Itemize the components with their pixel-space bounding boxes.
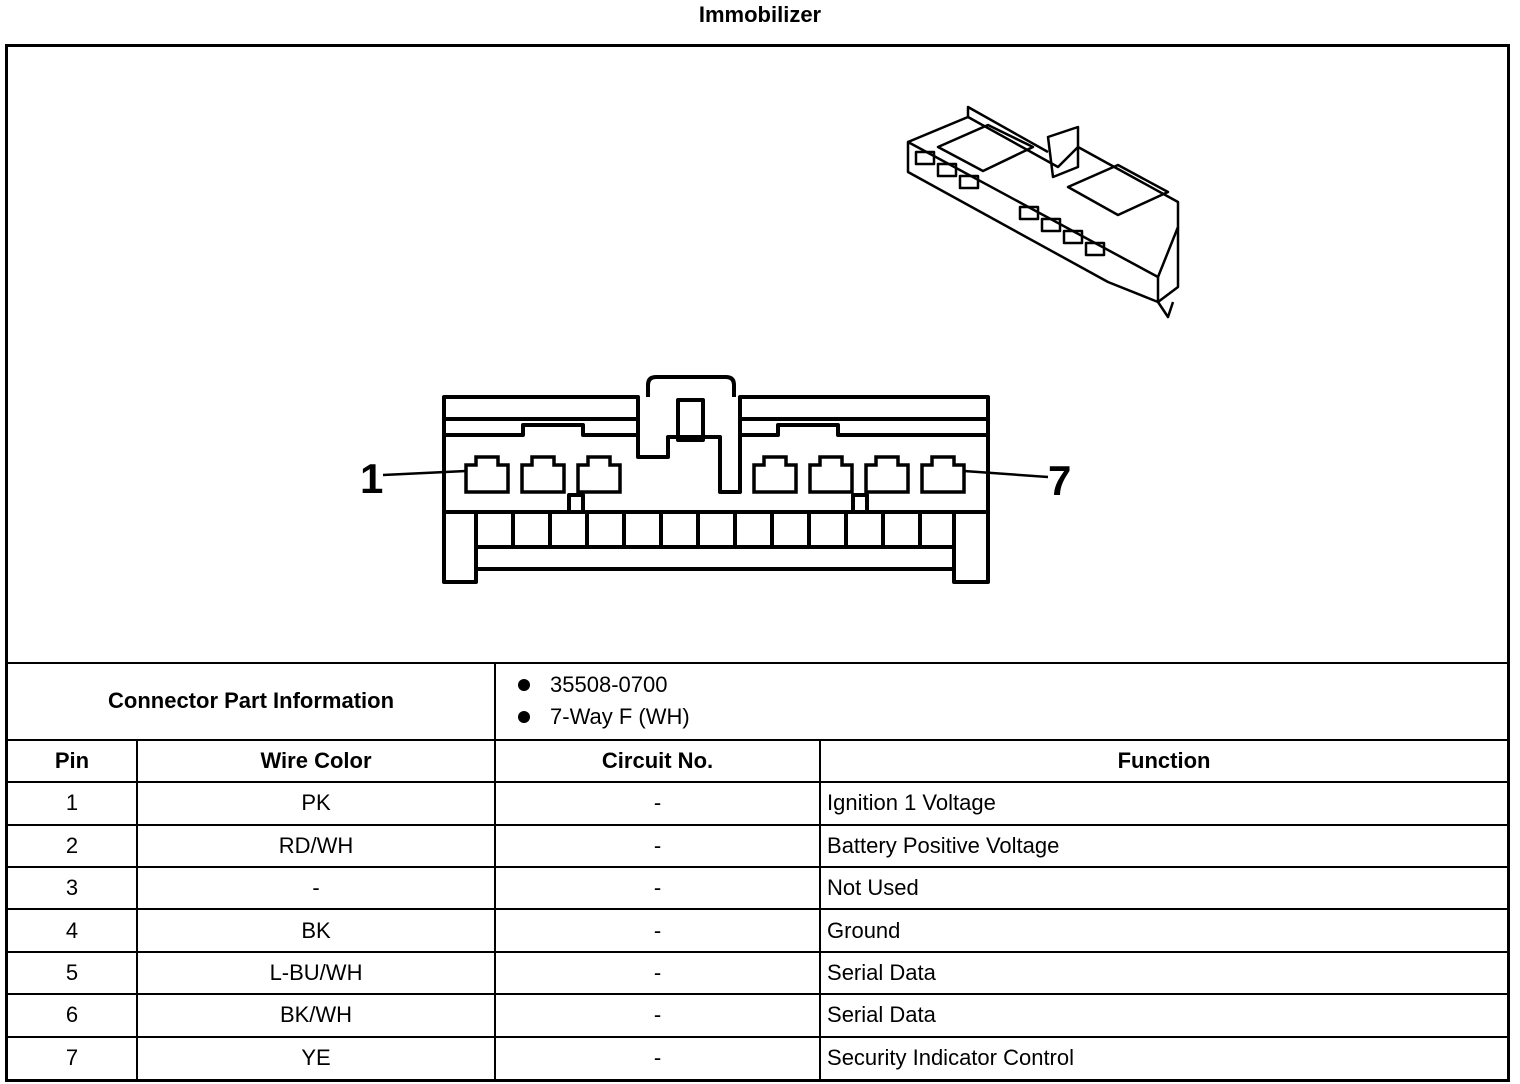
wire-color-cell: PK (135, 781, 497, 826)
wire-color-cell: RD/WH (135, 823, 497, 868)
connector-info-row: Connector Part Information 35508-0700 7-… (8, 662, 1508, 741)
header-circuit-no: Circuit No. (494, 738, 822, 784)
cavity-4 (752, 455, 798, 494)
circuit-cell: - (494, 823, 822, 868)
connector-description: 7-Way F (WH) (518, 701, 1507, 733)
pin-cell: 5 (8, 950, 138, 996)
pin-cell: 3 (8, 865, 138, 911)
function-cell: Ignition 1 Voltage (819, 781, 1508, 826)
connector-drawing: 1 7 (360, 105, 1180, 584)
function-cell: Serial Data (819, 993, 1508, 1038)
function-cell: Ground (819, 908, 1508, 953)
cavity-2 (520, 455, 566, 494)
header-function: Function (819, 738, 1508, 784)
pin-7-leader (963, 469, 1049, 479)
terminal-cavities (464, 455, 966, 494)
connector-info-items: 35508-0700 7-Way F (WH) (494, 662, 1508, 741)
circuit-cell: - (494, 865, 822, 911)
table-row: 1 PK - Ignition 1 Voltage (8, 781, 1508, 826)
table-row: 5 L-BU/WH - Serial Data (8, 950, 1508, 996)
table-header-row: Pin Wire Color Circuit No. Function (8, 738, 1508, 784)
wire-color-cell: L-BU/WH (135, 950, 497, 996)
cavity-1 (464, 455, 510, 494)
circuit-cell: - (494, 1035, 822, 1079)
header-pin: Pin (8, 738, 138, 784)
function-cell: Not Used (819, 865, 1508, 911)
function-cell: Battery Positive Voltage (819, 823, 1508, 868)
cavity-6 (864, 455, 910, 494)
pin-cell: 4 (8, 908, 138, 953)
cavity-7 (920, 455, 966, 494)
pin-1-leader (382, 469, 467, 477)
wire-color-cell: - (135, 865, 497, 911)
page-title: Immobilizer (698, 2, 822, 27)
connector-info-label: Connector Part Information (8, 662, 497, 741)
wire-color-cell: BK (135, 908, 497, 953)
connector-front-view (442, 375, 990, 584)
pin-cell: 6 (8, 993, 138, 1038)
pin-cell: 7 (8, 1035, 138, 1079)
circuit-cell: - (494, 993, 822, 1038)
connector-isometric-view (906, 105, 1180, 319)
connector-part-number: 35508-0700 (518, 669, 1507, 701)
table-row: 3 - - Not Used (8, 865, 1508, 911)
wire-color-cell: YE (135, 1035, 497, 1079)
function-cell: Serial Data (819, 950, 1508, 996)
function-cell: Security Indicator Control (819, 1035, 1508, 1079)
table-row: 2 RD/WH - Battery Positive Voltage (8, 823, 1508, 868)
pinout-table: Connector Part Information 35508-0700 7-… (8, 662, 1508, 1079)
circuit-cell: - (494, 908, 822, 953)
connector-frame: 1 7 Connector Part Information 35508-070… (5, 44, 1510, 1082)
pin-cell: 1 (8, 781, 138, 826)
table-row: 4 BK - Ground (8, 908, 1508, 953)
wire-color-cell: BK/WH (135, 993, 497, 1038)
pin-cell: 2 (8, 823, 138, 868)
circuit-cell: - (494, 950, 822, 996)
table-row: 6 BK/WH - Serial Data (8, 993, 1508, 1038)
pin-7-label: 7 (1048, 457, 1071, 504)
table-row: 7 YE - Security Indicator Control (8, 1035, 1508, 1079)
cavity-5 (808, 455, 854, 494)
pin-1-label: 1 (360, 455, 383, 502)
header-wire-color: Wire Color (135, 738, 497, 784)
circuit-cell: - (494, 781, 822, 826)
cavity-3 (576, 455, 622, 494)
